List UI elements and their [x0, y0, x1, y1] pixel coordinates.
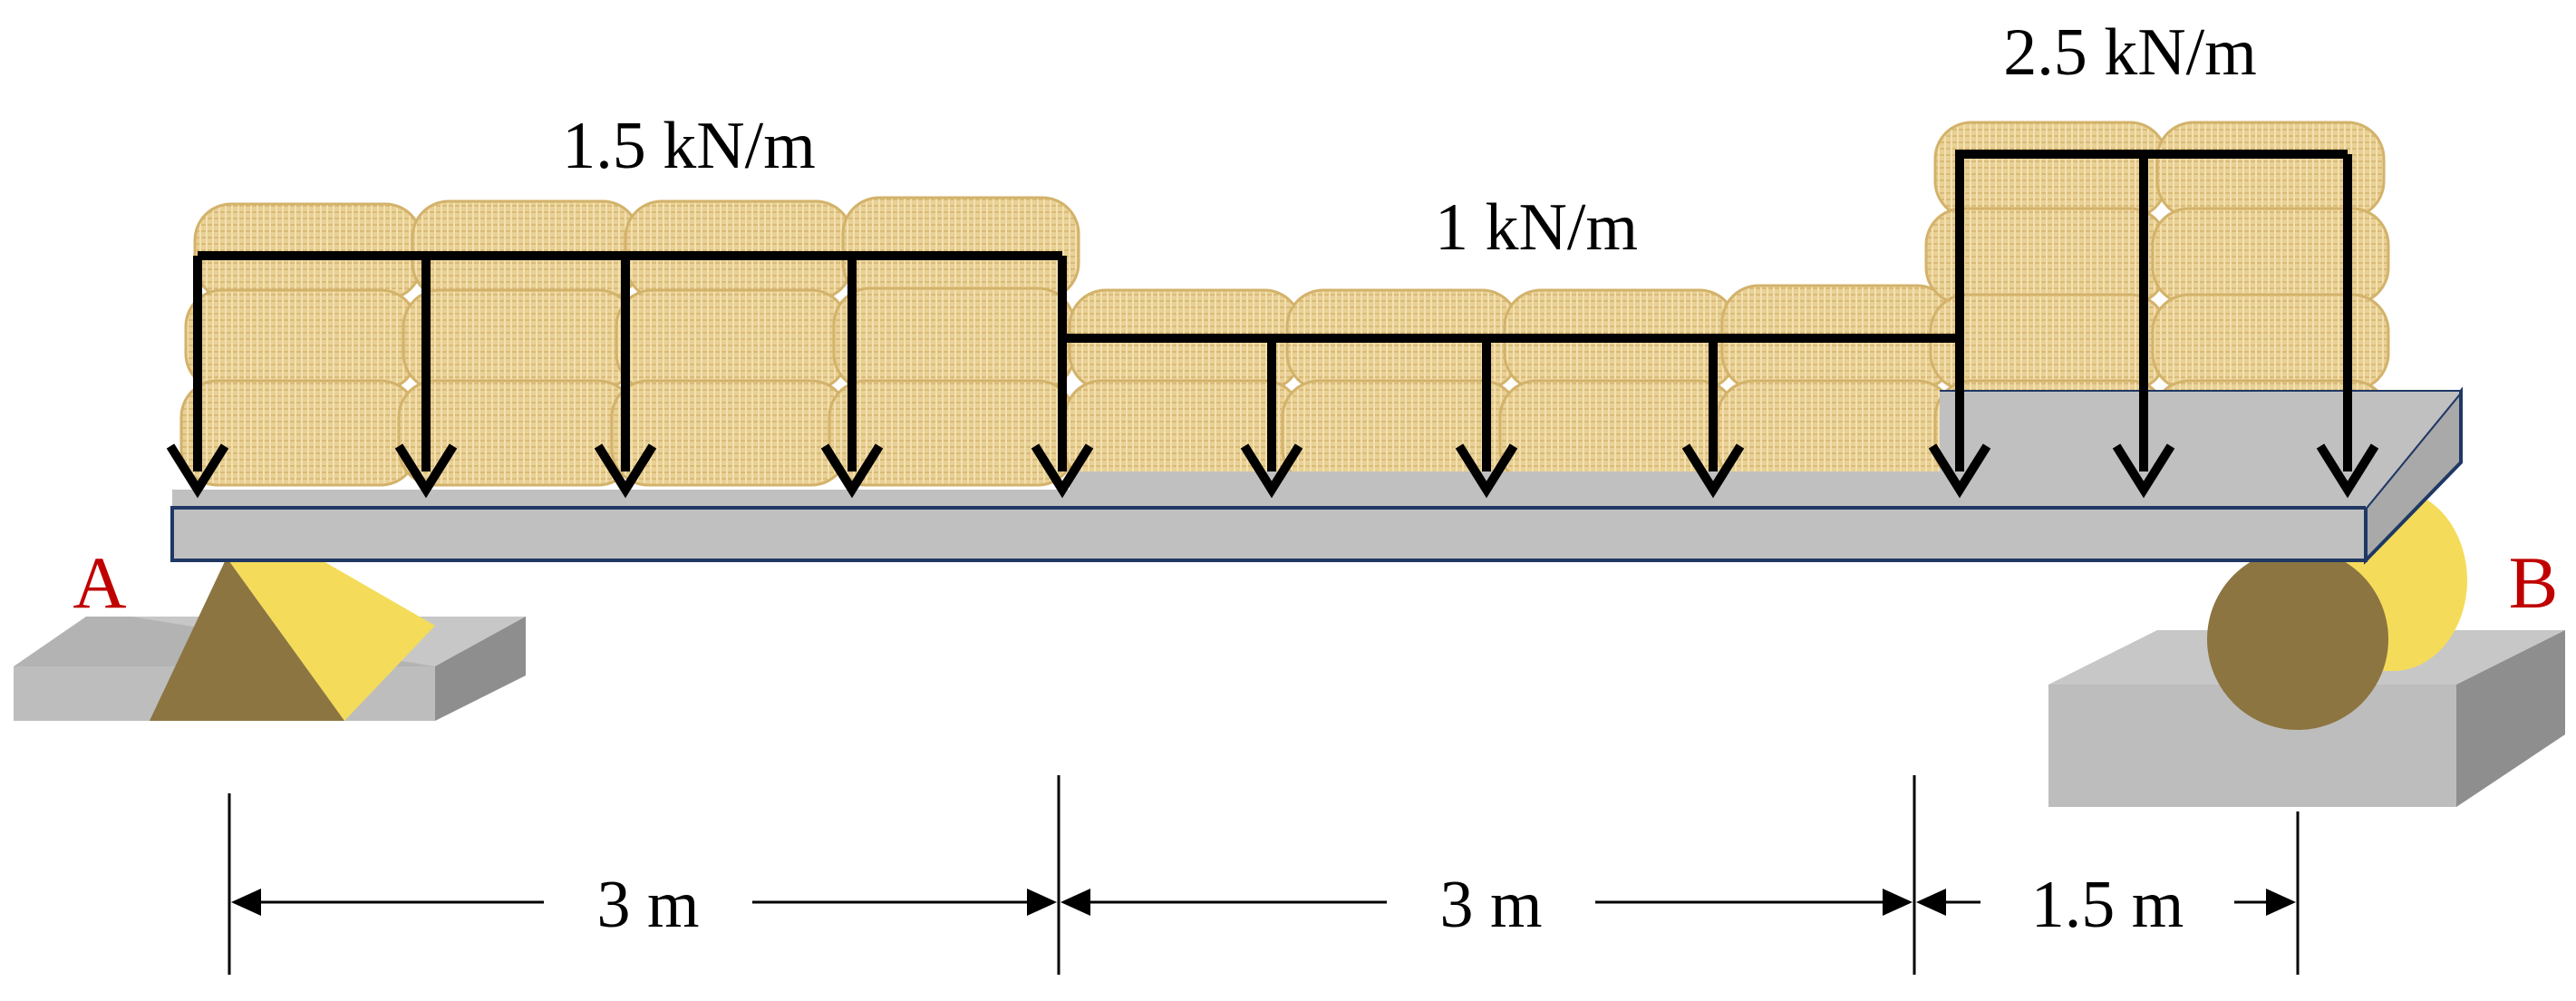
support-label-b: B [2509, 541, 2559, 624]
roller-support [2207, 549, 2388, 730]
dim-label-2: 3 m [1439, 868, 1542, 942]
support-label-a: A [73, 541, 126, 624]
load-3-frame [1955, 150, 2348, 338]
load-label-3: 2.5 kN/m [2003, 15, 2257, 90]
support-a [14, 558, 526, 721]
beam-face [170, 506, 2368, 562]
dimension-lines [228, 775, 2300, 975]
load-arrows [166, 150, 2379, 499]
beam [170, 386, 2463, 565]
dim-label-1: 3 m [596, 868, 699, 942]
dim-label-3: 1.5 m [2031, 868, 2184, 942]
support-b [2048, 490, 2565, 807]
load-label-2: 1 kN/m [1435, 190, 1638, 265]
pin-support-dark [150, 558, 344, 721]
sandbags-left [179, 196, 1080, 487]
sandbags [179, 121, 2390, 487]
pin-support-light [227, 558, 435, 721]
load-label-1: 1.5 kN/m [562, 109, 816, 183]
